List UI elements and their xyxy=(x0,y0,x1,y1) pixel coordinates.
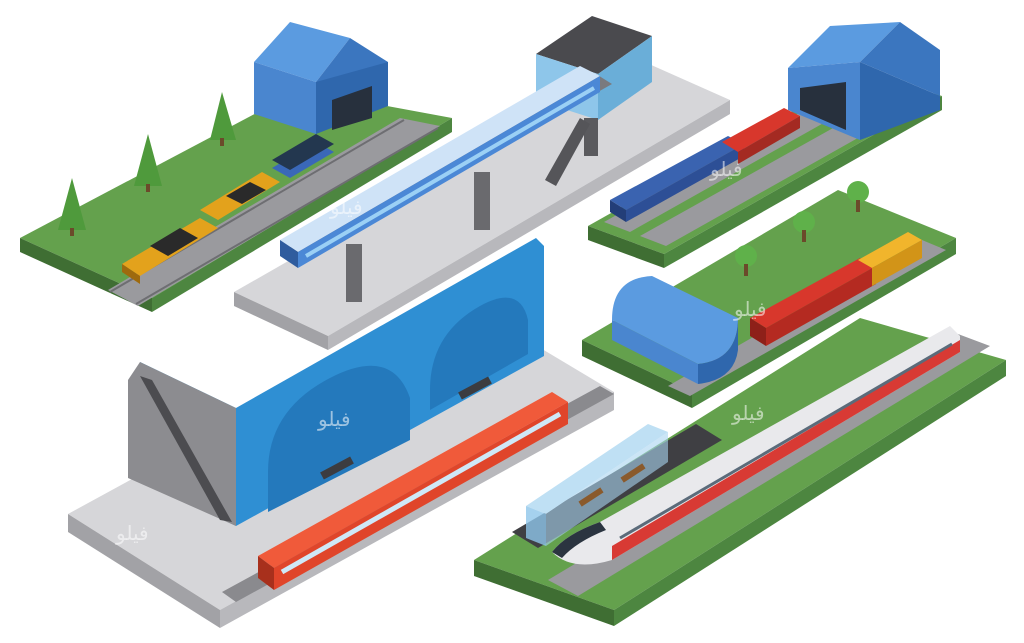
depot-building-left xyxy=(254,22,388,134)
yellow-container-wagon xyxy=(858,232,922,286)
depot-building-right xyxy=(788,22,940,140)
platform-benches xyxy=(320,376,492,480)
red-tank-wagon xyxy=(722,108,800,164)
highspeed-train xyxy=(552,326,960,565)
tunnel-hangar xyxy=(612,276,738,384)
red-locomotive xyxy=(750,258,876,346)
watermark-text: فیلو xyxy=(329,195,363,219)
watermark-text: فیلو xyxy=(731,401,765,425)
station-blue-wall xyxy=(140,238,544,526)
pine-trees xyxy=(58,92,236,236)
red-commuter-train xyxy=(258,392,568,590)
watermark-text: فیلو xyxy=(317,407,351,431)
watermark-text: فیلو xyxy=(115,521,149,545)
glass-shelter xyxy=(526,424,668,546)
watermark-text: فیلو xyxy=(733,297,767,321)
blue-cargo-locomotive xyxy=(610,136,744,222)
monorail-train xyxy=(280,66,600,268)
round-trees xyxy=(735,181,869,276)
watermark-text: فیلو xyxy=(709,157,743,181)
freight-train-diesel xyxy=(122,134,334,284)
watermark-layer: فیلو فیلو فیلو فیلو فیلو فیلو xyxy=(115,157,767,545)
escalator-ramp xyxy=(128,362,236,526)
